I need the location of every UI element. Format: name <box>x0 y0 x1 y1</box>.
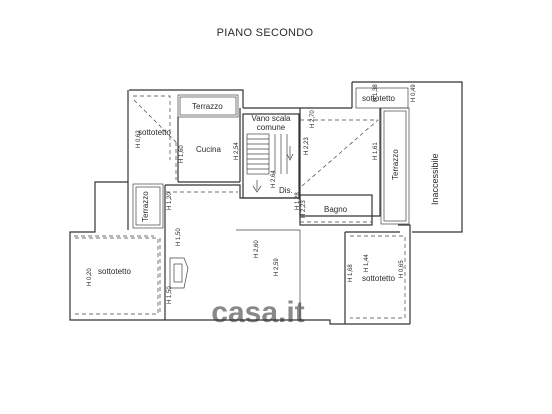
height-label: H 2,59 <box>274 258 280 276</box>
height-label: H 2,60 <box>254 240 260 258</box>
room-vano-scala-comune: comune <box>257 123 286 132</box>
height-label: H 0,62 <box>136 130 142 148</box>
room-vano-scala: Vano scala <box>252 114 292 123</box>
room-terrazzo-right: Terrazzo <box>391 149 400 180</box>
height-labels: H 0,62 H 1,60 H 2,54 H 2,70 H 2,23 H 1,3… <box>87 84 417 304</box>
room-sottotetto-w: sottotetto <box>98 267 131 276</box>
room-bagno: Bagno <box>324 205 348 214</box>
height-label: H 1,44 <box>364 254 370 272</box>
height-label: H 1,38 <box>373 84 379 102</box>
room-cucina: Cucina <box>196 145 221 154</box>
height-label: H 2,23 <box>304 137 310 155</box>
height-label: H 2,54 <box>234 142 240 160</box>
height-label: H 1,68 <box>348 264 354 282</box>
height-label: H 2,64 <box>271 170 277 188</box>
inner-walls <box>132 87 410 324</box>
room-sottotetto-ne: sottotetto <box>362 94 395 103</box>
room-labels: sottotetto Terrazzo Cucina Vano scala co… <box>98 94 440 283</box>
height-label: H 1,50 <box>176 228 182 246</box>
watermark-logo: casa.it <box>211 296 304 329</box>
height-label: H 2,70 <box>310 110 316 128</box>
slope-lines <box>74 95 406 319</box>
height-label: H 2,23 <box>301 200 307 218</box>
height-label: H 1,28 <box>295 192 301 210</box>
height-label: H 1,20 <box>167 192 173 210</box>
height-label: H 0,49 <box>411 84 417 102</box>
height-label: H 1,50 <box>167 286 173 304</box>
room-dis: Dis. <box>279 186 293 195</box>
height-label: H 0,65 <box>399 260 405 278</box>
room-sottotetto-se: sottotetto <box>362 274 395 283</box>
outer-walls <box>69 81 463 325</box>
height-label: H 1,60 <box>179 145 185 163</box>
room-inaccessibile: Inaccessibile <box>430 153 440 205</box>
room-terrazzo-top: Terrazzo <box>192 102 223 111</box>
room-terrazzo-left: Terrazzo <box>141 191 150 222</box>
height-label: H 0,20 <box>87 268 93 286</box>
plan-title: PIANO SECONDO <box>217 27 314 39</box>
room-sottotetto-nw: sottotetto <box>138 128 171 137</box>
height-label: H 1,61 <box>373 142 379 160</box>
